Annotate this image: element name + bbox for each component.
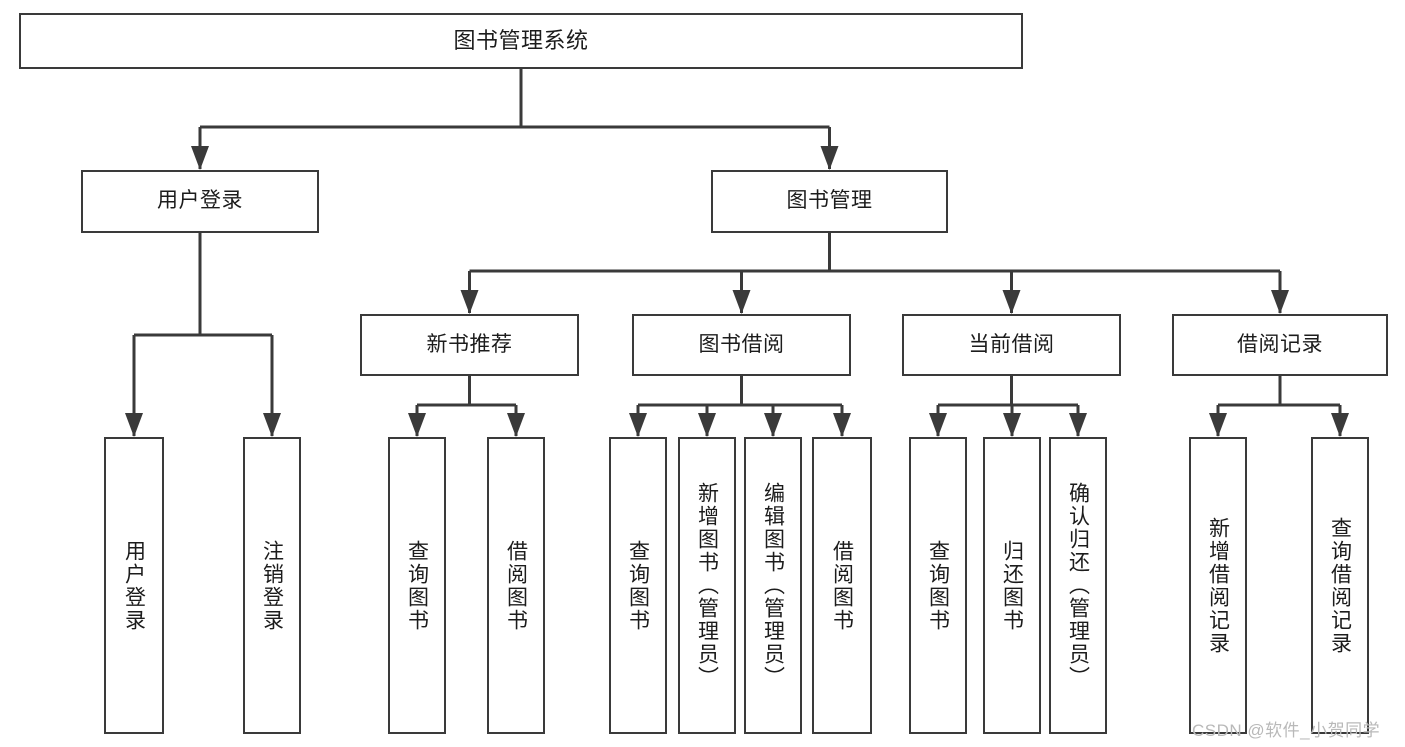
node-label: 查询借阅记录 (1328, 516, 1352, 655)
node-l4-query-book-b[interactable]: 查询图书 (609, 437, 667, 734)
node-l4-return-book[interactable]: 归还图书 (983, 437, 1041, 734)
node-label: 图书管理系统 (453, 28, 589, 54)
node-label: 新书推荐 (426, 332, 513, 356)
node-label: 图书借阅 (698, 332, 785, 356)
node-l4-borrow-book-a[interactable]: 借阅图书 (487, 437, 545, 734)
node-l4-query-book-a[interactable]: 查询图书 (388, 437, 446, 734)
node-root[interactable]: 图书管理系统 (19, 13, 1023, 69)
node-l4-user-login[interactable]: 用户登录 (104, 437, 164, 734)
node-label: 借阅记录 (1237, 332, 1323, 356)
node-label: 查询图书 (405, 539, 429, 632)
node-label: 用户登录 (157, 189, 243, 213)
node-label: 图书管理 (786, 189, 873, 213)
node-label: 新增借阅记录 (1206, 516, 1230, 655)
node-l4-user-logout[interactable]: 注销登录 (243, 437, 301, 734)
node-l4-borrow-book-b[interactable]: 借阅图书 (812, 437, 872, 734)
node-label: 借阅图书 (504, 539, 528, 632)
node-label: 用户登录 (122, 539, 146, 632)
node-l4-add-record[interactable]: 新增借阅记录 (1189, 437, 1247, 734)
node-l4-query-record[interactable]: 查询借阅记录 (1311, 437, 1369, 734)
node-l4-query-book-c[interactable]: 查询图书 (909, 437, 967, 734)
node-label: 新增图书（管理员） (695, 482, 719, 689)
node-label: 注销登录 (260, 539, 284, 632)
node-l4-confirm-return[interactable]: 确认归还（管理员） (1049, 437, 1107, 734)
node-l2-user-login[interactable]: 用户登录 (81, 170, 319, 233)
node-l4-add-book[interactable]: 新增图书（管理员） (678, 437, 736, 734)
node-label: 确认归还（管理员） (1066, 482, 1090, 689)
node-label: 查询图书 (626, 539, 650, 632)
node-l3-current-borrow[interactable]: 当前借阅 (902, 314, 1121, 376)
node-label: 借阅图书 (830, 539, 854, 632)
node-label: 编辑图书（管理员） (761, 482, 785, 689)
node-l2-book-manage[interactable]: 图书管理 (711, 170, 948, 233)
node-label: 查询图书 (926, 539, 950, 632)
node-l3-book-borrow[interactable]: 图书借阅 (632, 314, 851, 376)
node-l3-new-book-rec[interactable]: 新书推荐 (360, 314, 579, 376)
node-label: 当前借阅 (968, 332, 1055, 356)
node-l3-borrow-record[interactable]: 借阅记录 (1172, 314, 1388, 376)
node-l4-edit-book[interactable]: 编辑图书（管理员） (744, 437, 802, 734)
node-label: 归还图书 (1000, 539, 1024, 632)
